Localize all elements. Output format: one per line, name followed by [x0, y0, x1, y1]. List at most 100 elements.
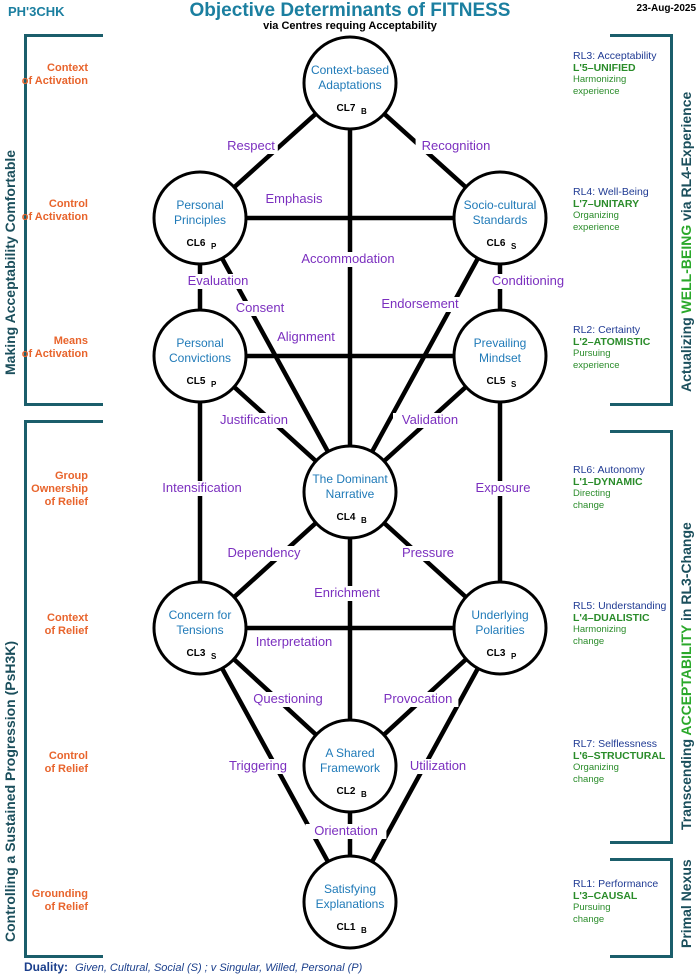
edge-label-interpretation: Interpretation	[256, 634, 333, 649]
node-code: CL3	[487, 648, 506, 659]
edge-label-orientation: Orientation	[314, 823, 378, 838]
edge-label-bg	[397, 546, 459, 561]
node-label: Framework	[320, 761, 381, 775]
edge-label-dependency: Dependency	[228, 545, 301, 560]
node-circle	[452, 170, 548, 266]
node-code-subscript: S	[211, 652, 217, 661]
node-code: CL2	[337, 786, 356, 797]
duality-text: Given, Cultural, Social (S) ; v Singular…	[75, 962, 363, 974]
node-label: Standards	[473, 213, 528, 227]
footer-duality: Duality: Given, Cultural, Social (S) ; v…	[24, 960, 362, 974]
node-circle	[452, 308, 548, 404]
edge-label-bg	[379, 297, 461, 312]
edge-label-bg	[415, 139, 497, 154]
node-label: A Shared	[325, 746, 374, 760]
edge-label-bg	[472, 481, 534, 496]
node-label: Convictions	[169, 351, 231, 365]
edge-label-provocation: Provocation	[384, 691, 453, 706]
edge-label-bg	[263, 192, 325, 207]
right-upper-bracket	[610, 34, 673, 406]
node-code-subscript: P	[211, 380, 217, 389]
node-label: Principles	[174, 213, 226, 227]
node-label: Context-based	[311, 63, 389, 77]
node-code-subscript: B	[361, 107, 367, 116]
edge-label-bg	[243, 635, 345, 650]
node-label: Tensions	[176, 623, 223, 637]
node-code: CL5	[187, 376, 206, 387]
node-code: CL6	[187, 238, 206, 249]
edge-label-questioning: Questioning	[253, 691, 322, 706]
node-code-subscript: P	[211, 242, 217, 251]
edge-label-bg	[148, 481, 256, 496]
node-code: CL6	[487, 238, 506, 249]
edge-label-accommodation: Accommodation	[301, 251, 394, 266]
edge-label-alignment: Alignment	[277, 329, 335, 344]
node-circle	[152, 308, 248, 404]
node-circle	[302, 854, 398, 950]
edge-label-exposure: Exposure	[476, 480, 531, 495]
node-code-subscript: S	[511, 380, 517, 389]
left-lower-bracket	[24, 420, 103, 958]
edge-label-consent: Consent	[236, 300, 285, 315]
edge-label-bg	[206, 413, 302, 428]
edge-label-bg	[484, 274, 572, 289]
node-circle	[302, 444, 398, 540]
node-circle	[452, 580, 548, 676]
edge-label-emphasis: Emphasis	[265, 191, 323, 206]
node-circle	[302, 718, 398, 814]
node-label: Underlying	[471, 608, 528, 622]
edge-label-bg	[181, 274, 255, 289]
node-code-subscript: B	[361, 926, 367, 935]
edge-label-recognition: Recognition	[422, 138, 491, 153]
node-label: Socio-cultural	[464, 198, 537, 212]
right-middle-bracket	[610, 430, 673, 844]
left-upper-bracket	[24, 34, 103, 406]
node-label: Explanations	[316, 897, 385, 911]
edge-label-bg	[272, 330, 340, 345]
node-code-subscript: S	[511, 242, 517, 251]
node-label: The Dominant	[312, 472, 388, 486]
node-code: CL3	[187, 648, 206, 659]
page-title: Objective Determinants of FITNESS	[189, 0, 511, 21]
edge-label-bg	[247, 692, 329, 707]
node-code: CL1	[337, 922, 356, 933]
edge-label-bg	[224, 139, 278, 154]
edge-label-justification: Justification	[220, 412, 288, 427]
edge-label-bg	[377, 692, 459, 707]
node-label: Adaptations	[318, 78, 381, 92]
page-subtitle: via Centres requing Acceptability	[263, 20, 437, 32]
header-code: PH'3CHK	[8, 4, 65, 19]
node-code-subscript: B	[361, 516, 367, 525]
duality-label: Duality:	[24, 960, 69, 974]
edge-label-bg	[233, 301, 287, 316]
node-label: Concern for	[169, 608, 232, 622]
edge-label-bg	[300, 252, 396, 267]
date: 23-Aug-2025	[636, 3, 696, 14]
edge-label-evaluation: Evaluation	[188, 273, 249, 288]
edge-label-validation: Validation	[402, 412, 458, 427]
node-circle	[152, 170, 248, 266]
node-code-subscript: P	[511, 652, 517, 661]
right-lower-bracket	[610, 858, 673, 958]
edge-label-conditioning: Conditioning	[492, 273, 564, 288]
node-label: Prevailing	[474, 336, 527, 350]
node-label: Mindset	[479, 351, 522, 365]
node-circle	[302, 35, 398, 131]
edge-label-bg	[305, 824, 387, 839]
edge-label-endorsement: Endorsement	[381, 296, 459, 311]
